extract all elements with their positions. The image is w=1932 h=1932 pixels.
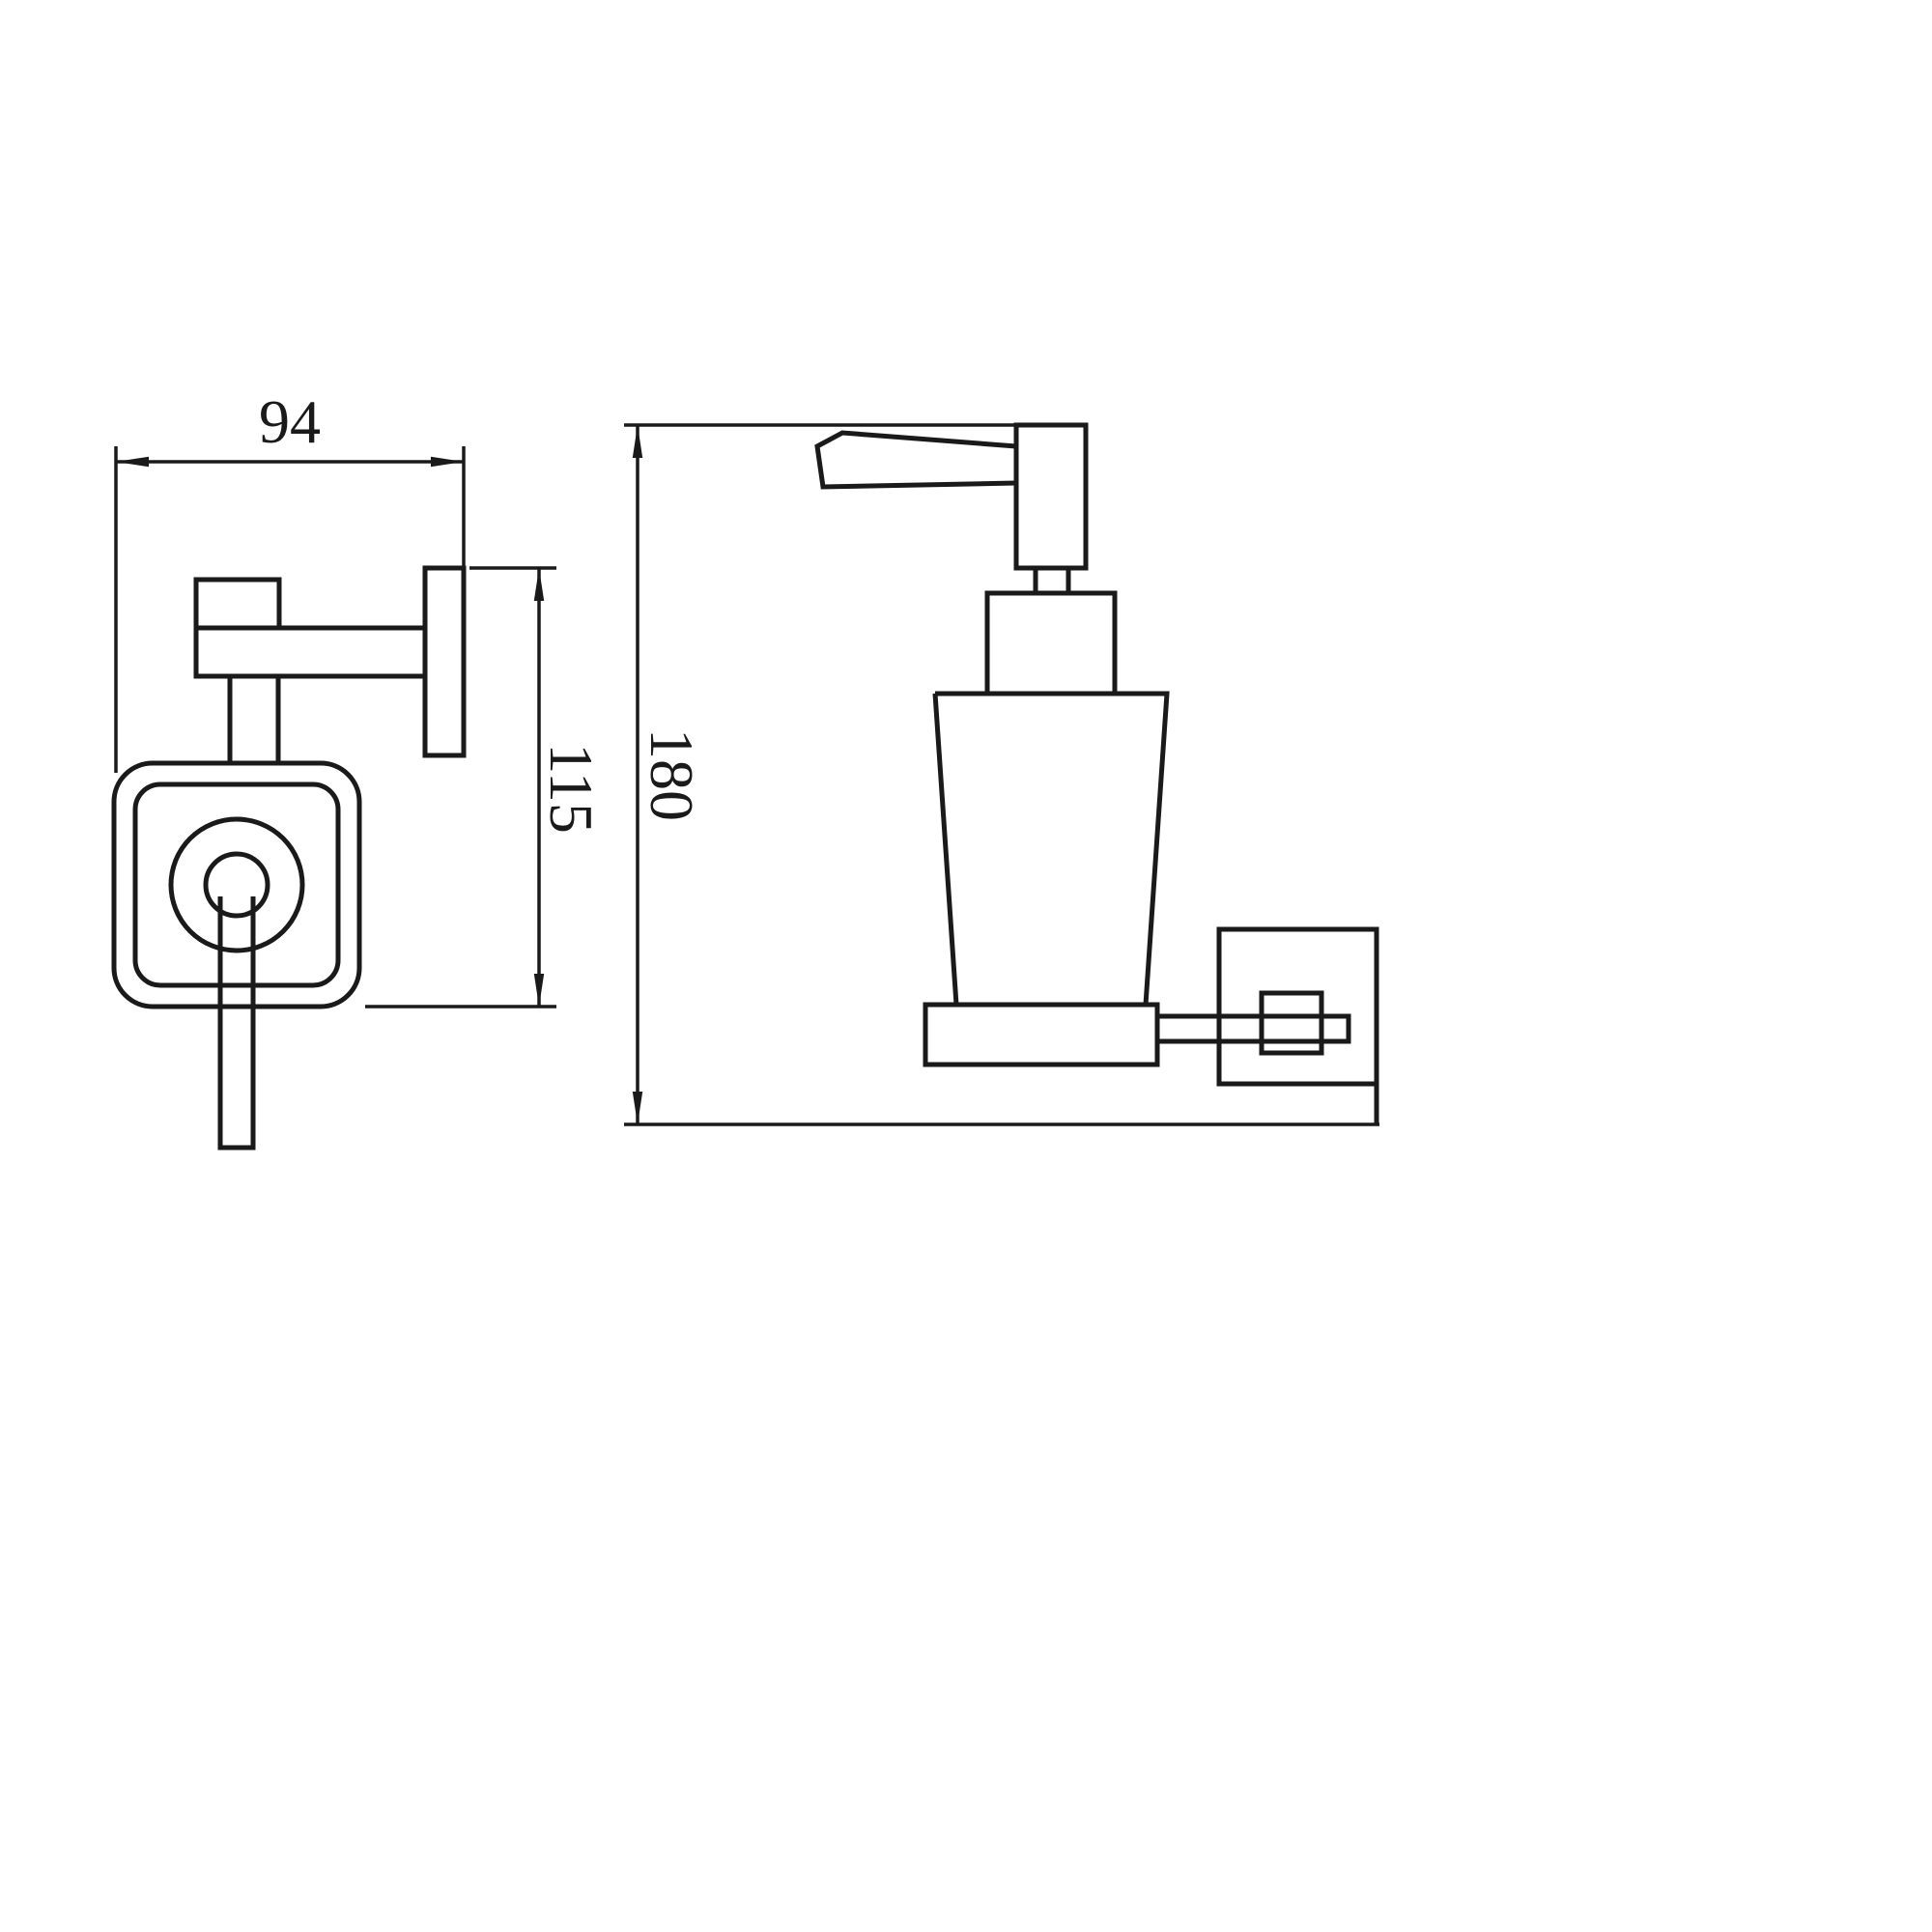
mount-arm — [193, 625, 428, 679]
bottle-body — [932, 691, 1170, 1006]
total-height-dimension: 180 — [624, 423, 1379, 1126]
pump-spout — [814, 430, 1017, 490]
arm-end-cap — [193, 577, 282, 631]
wall-bracket-edge — [422, 565, 467, 758]
bracket-height-dimension: 115 — [365, 566, 606, 1009]
dimension-label-total-height: 180 — [638, 728, 706, 821]
holder-arm — [1157, 1013, 1351, 1044]
width-dimension: 94 — [114, 387, 466, 773]
dispenser-front-outline — [111, 565, 467, 1151]
mount-block — [1259, 990, 1324, 1056]
pump-cap — [984, 590, 1118, 696]
wall-plate — [1216, 926, 1379, 1087]
pump-stem — [1013, 422, 1089, 571]
collar-inner-circle — [203, 851, 270, 919]
pump-tube-front — [217, 896, 256, 1151]
holder-ring — [923, 1002, 1160, 1067]
front-view: 94 115 — [111, 387, 606, 1151]
flange-plate-outer — [111, 760, 362, 1009]
pump-neck — [1033, 565, 1071, 596]
side-view: 180 — [624, 422, 1379, 1126]
dimension-label-width: 94 — [259, 387, 321, 456]
collar-outer-circle — [168, 816, 305, 953]
dispenser-side-outline — [814, 422, 1379, 1124]
dimension-label-bracket-height: 115 — [537, 743, 606, 834]
flange-plate-inner — [132, 781, 341, 988]
